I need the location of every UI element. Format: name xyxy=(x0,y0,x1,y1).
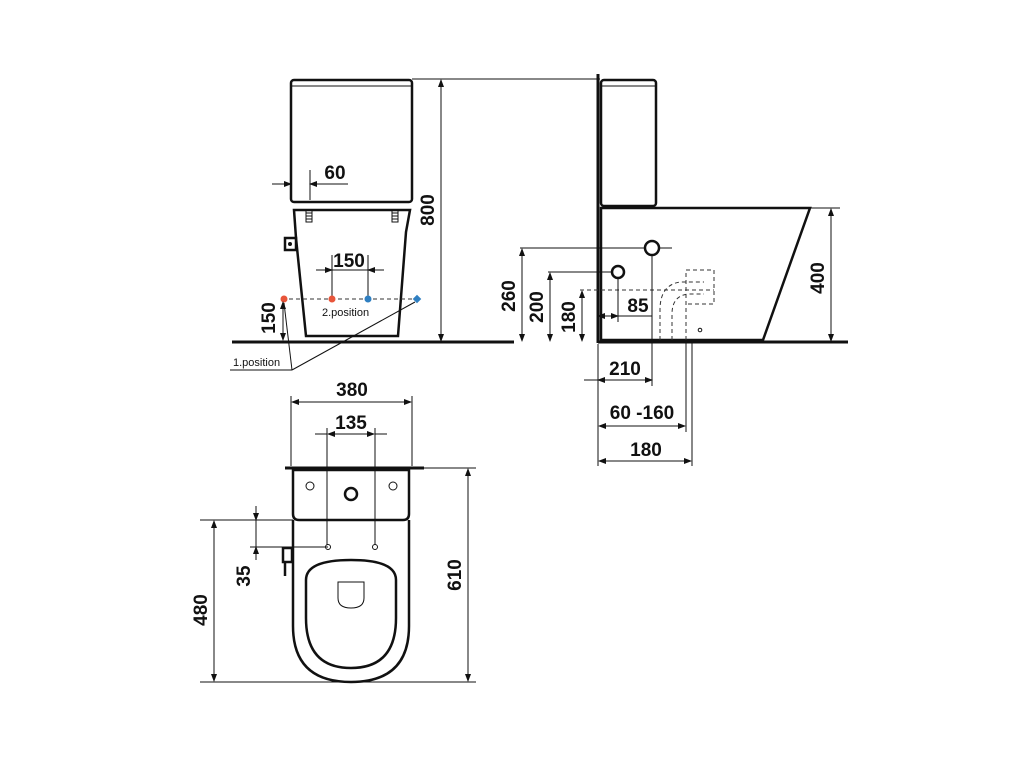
dim-800-label: 800 xyxy=(418,194,439,226)
leader-position-1-left xyxy=(283,302,293,371)
dim-200-label: 200 xyxy=(527,291,548,323)
side-outlet-pipe xyxy=(685,269,715,340)
label-position-2: 2.position xyxy=(322,307,369,319)
dim-400-label: 400 xyxy=(808,262,829,294)
dim-180-vertical-label: 180 xyxy=(559,301,580,333)
dim-60-160-label: 60 -160 xyxy=(610,403,674,424)
marker-blue-right xyxy=(412,294,422,304)
side-cistern xyxy=(599,78,658,208)
side-view: 400 260 200 180 85 210 60 -160 180 xyxy=(499,74,848,466)
label-position-1: 1.position xyxy=(233,357,280,369)
top-seat-opening xyxy=(304,558,398,670)
dim-260-label: 260 xyxy=(499,280,520,312)
dim-610-label: 610 xyxy=(445,559,466,591)
top-drain-shape xyxy=(337,581,365,609)
leader-position-1-right xyxy=(291,301,416,371)
top-cistern xyxy=(291,468,411,522)
side-inlet-lower xyxy=(610,264,626,280)
front-cistern xyxy=(289,78,414,204)
top-flush-button xyxy=(343,486,359,502)
dim-380-label: 380 xyxy=(336,380,368,401)
dim-60-label: 60 xyxy=(324,163,345,184)
bolt-left xyxy=(305,209,313,223)
side-outlet-dashed xyxy=(659,281,704,340)
front-view: 800 60 150 150 2.position 1.position xyxy=(230,78,600,371)
dim-150-horizontal-label: 150 xyxy=(333,251,365,272)
dim-135-label: 135 xyxy=(335,413,367,434)
marker-blue-center xyxy=(364,295,372,303)
top-cistern-hole-right xyxy=(388,481,398,491)
top-cistern-hole-left xyxy=(305,481,315,491)
top-water-valve xyxy=(281,546,294,564)
dim-85-label: 85 xyxy=(627,296,649,317)
front-water-valve xyxy=(283,236,298,252)
dim-150-vertical-label: 150 xyxy=(259,302,280,334)
marker-red-center xyxy=(328,295,336,303)
side-bowl xyxy=(599,206,812,342)
marker-red-left xyxy=(280,295,288,303)
side-outlet-hole xyxy=(697,327,703,333)
top-bowl xyxy=(291,520,411,684)
top-bolt-right xyxy=(372,544,378,550)
dim-480-label: 480 xyxy=(191,594,212,626)
dim-210-label: 210 xyxy=(609,359,641,380)
top-view: 380 135 610 480 35 xyxy=(191,380,476,684)
dim-180-horizontal-label: 180 xyxy=(630,440,662,461)
dim-35-label: 35 xyxy=(234,565,255,587)
bolt-right xyxy=(391,209,399,223)
side-inlet-upper xyxy=(643,239,661,257)
